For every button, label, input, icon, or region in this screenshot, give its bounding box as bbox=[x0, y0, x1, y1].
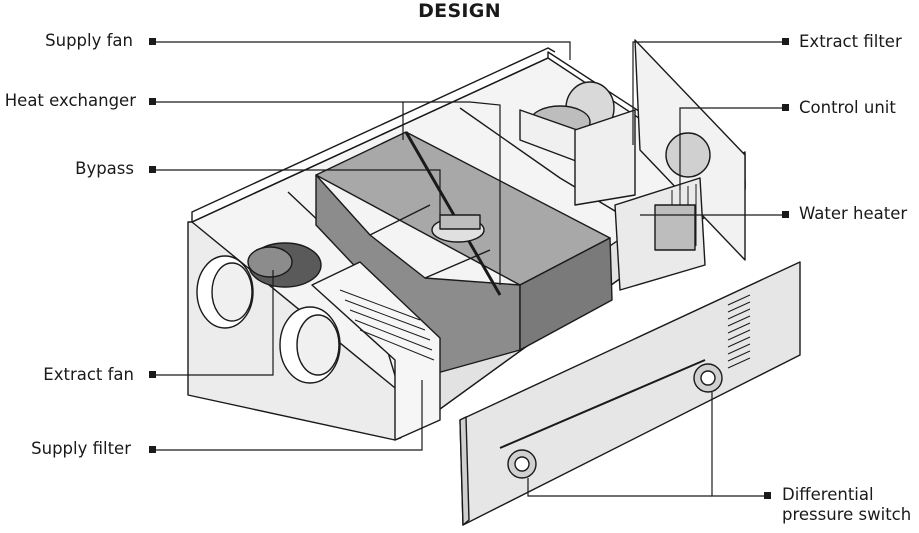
label-extract-filter: Extract filter bbox=[799, 32, 902, 51]
label-differential-line1: Differential bbox=[782, 485, 874, 504]
label-extract-fan: Extract fan bbox=[43, 365, 134, 384]
label-supply-fan: Supply fan bbox=[45, 31, 133, 50]
label-supply-filter: Supply filter bbox=[31, 439, 131, 458]
label-differential-pressure-switch: Differential pressure switch bbox=[782, 485, 911, 525]
leader-control-unit bbox=[679, 107, 785, 190]
leader-supply-filter bbox=[155, 380, 423, 451]
leader-bypass bbox=[155, 169, 441, 215]
label-water-heater: Water heater bbox=[799, 204, 908, 223]
heat-exchanger-side bbox=[519, 237, 613, 351]
leader-extract-fan bbox=[155, 270, 274, 376]
water-heater-block bbox=[654, 204, 696, 251]
heat-exchanger-front bbox=[315, 174, 521, 376]
leader-heat-exchanger bbox=[155, 101, 501, 285]
leader-lines bbox=[155, 41, 785, 497]
leader-markers bbox=[149, 38, 789, 499]
label-control-unit: Control unit bbox=[799, 98, 896, 117]
supply-filter bbox=[311, 261, 441, 441]
leader-supply-fan bbox=[155, 41, 571, 60]
leader-extract-filter bbox=[632, 41, 785, 145]
label-bypass: Bypass bbox=[75, 159, 134, 178]
diagram-title: DESIGN bbox=[418, 0, 501, 22]
leader-pressure-switch bbox=[711, 392, 765, 497]
label-heat-exchanger: Heat exchanger bbox=[4, 91, 136, 110]
label-differential-line2: pressure switch bbox=[782, 505, 912, 524]
